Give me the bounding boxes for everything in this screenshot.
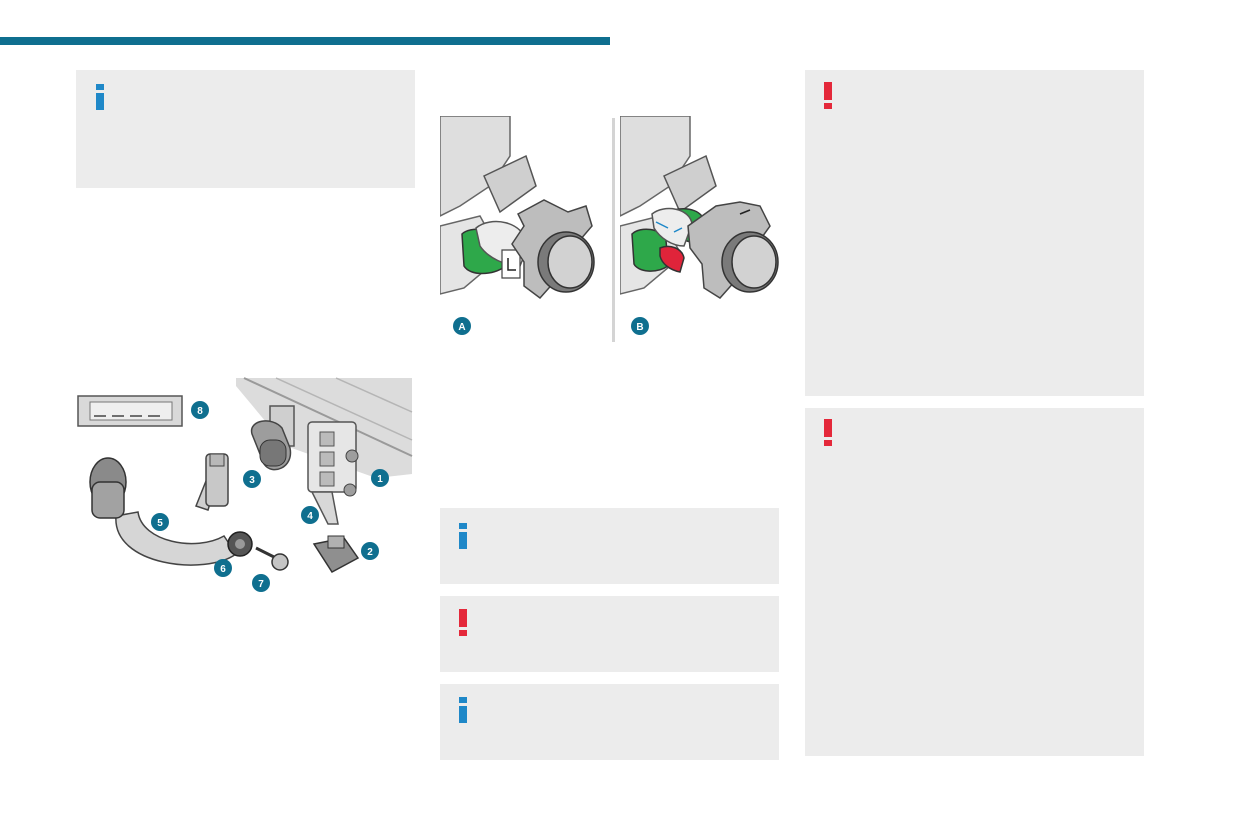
svg-text:A: A: [458, 322, 465, 333]
callout-marker: 1: [371, 469, 389, 487]
svg-text:3: 3: [249, 475, 255, 486]
info-note-box-top-left: [76, 70, 415, 188]
callout-marker: 7: [252, 574, 270, 592]
warning-note-box-right-bottom: [805, 408, 1144, 756]
svg-text:8: 8: [197, 406, 203, 417]
callout-marker: 3: [243, 470, 261, 488]
svg-text:6: 6: [220, 564, 226, 575]
info-icon: [96, 84, 104, 110]
info-note-box-middle-1: [440, 508, 779, 584]
callout-marker: 5: [151, 513, 169, 531]
info-note-box-middle-2: [440, 684, 779, 760]
view-b-marker: B: [631, 317, 649, 335]
info-icon: [459, 697, 467, 723]
knob-view-b-illustration: B: [620, 116, 779, 335]
warning-note-box-middle: [440, 596, 779, 672]
svg-text:7: 7: [258, 579, 264, 590]
callout-marker: 6: [214, 559, 232, 577]
header-accent-bar: [0, 37, 610, 45]
svg-text:2: 2: [367, 547, 373, 558]
exclamation-icon: [824, 419, 832, 446]
svg-text:1: 1: [377, 474, 383, 485]
towbar-components-illustration: 1 2 3 4 5 6 7 8: [77, 377, 413, 592]
svg-text:4: 4: [307, 511, 313, 522]
illustration-divider: [612, 118, 615, 342]
svg-text:5: 5: [157, 518, 163, 529]
callout-marker: 8: [191, 401, 209, 419]
callout-marker: 2: [361, 542, 379, 560]
knob-view-a-illustration: A: [440, 116, 595, 335]
warning-note-box-right-top: [805, 70, 1144, 396]
exclamation-icon: [824, 82, 832, 109]
exclamation-icon: [459, 609, 467, 636]
info-icon: [459, 523, 467, 549]
svg-text:B: B: [636, 322, 643, 333]
view-a-marker: A: [453, 317, 471, 335]
callout-marker: 4: [301, 506, 319, 524]
